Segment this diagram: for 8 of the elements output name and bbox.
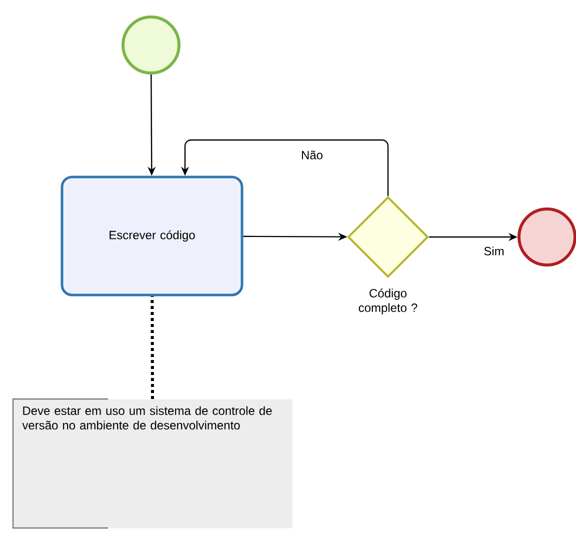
edge-label: Sim [482,246,506,256]
task-box: Escrever código [60,176,244,296]
end-event-circle [518,208,576,266]
start-event-circle [122,16,180,74]
node-caption: Código completo ? [358,288,418,314]
association-line [150,296,154,399]
annotation-box: Deve estar em uso um sistema de controle de versão no ambiente de desenvolvimento [12,398,292,529]
edge-label: Não [300,150,324,160]
